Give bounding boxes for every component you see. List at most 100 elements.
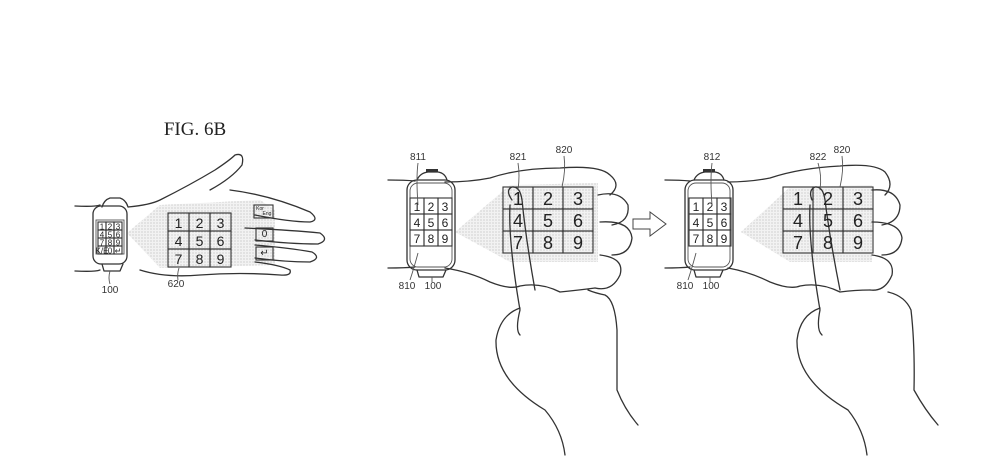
- svg-text:1: 1: [793, 189, 803, 209]
- watch-strap-bottom: [693, 269, 724, 278]
- svg-text:9: 9: [217, 251, 225, 267]
- pointing-finger: [507, 186, 536, 291]
- svg-text:6: 6: [853, 211, 863, 231]
- thumb-outline: [127, 153, 244, 208]
- svg-text:6: 6: [573, 211, 583, 231]
- wrist-top-line: [74, 204, 101, 207]
- svg-text:4: 4: [693, 216, 700, 230]
- keypad-key: 9: [716, 229, 732, 247]
- keypad-key: 1: [409, 197, 425, 215]
- svg-text:5: 5: [196, 233, 204, 249]
- svg-text:4: 4: [513, 211, 523, 231]
- svg-text:3: 3: [573, 189, 583, 209]
- svg-text:2: 2: [428, 200, 435, 214]
- wrist-top-line: [664, 179, 691, 182]
- ref-label-watch: 100: [703, 281, 720, 292]
- svg-text:Eng: Eng: [263, 211, 272, 217]
- figure-title: FIG. 6B: [164, 119, 226, 140]
- ref-label-touch: 821: [510, 152, 527, 163]
- svg-text:↵: ↵: [115, 247, 122, 256]
- svg-text:6: 6: [721, 216, 728, 230]
- svg-text:7: 7: [693, 232, 700, 246]
- keypad-key: 9: [842, 230, 874, 254]
- hand-bottom-outline: [444, 267, 596, 293]
- keypad-key: 4: [409, 213, 425, 231]
- svg-text:1: 1: [175, 215, 183, 231]
- wrist-top-line: [387, 179, 416, 182]
- svg-text:8: 8: [108, 239, 113, 248]
- ref-label-keypad: 820: [556, 145, 573, 156]
- ref-label-watch-screen: 810: [399, 281, 416, 292]
- watch-crown: [426, 169, 438, 172]
- keypad-key: 9: [562, 230, 594, 254]
- hand-top-outline: [444, 166, 617, 196]
- svg-text:5: 5: [108, 231, 113, 240]
- svg-text:3: 3: [853, 189, 863, 209]
- hand-palm-right: [887, 291, 939, 426]
- svg-text:1: 1: [693, 200, 700, 214]
- pointing-finger-left: [809, 204, 823, 336]
- knuckle-3: [869, 254, 893, 291]
- svg-text:6: 6: [442, 216, 449, 230]
- svg-text:4: 4: [100, 231, 105, 240]
- svg-text:7: 7: [513, 233, 523, 253]
- ref-label-touch: 822: [810, 152, 827, 163]
- svg-text:4: 4: [414, 216, 421, 230]
- svg-text:2: 2: [707, 200, 714, 214]
- ref-label-watch: 100: [102, 285, 119, 296]
- svg-text:3: 3: [217, 215, 225, 231]
- knuckle-2: [871, 221, 903, 256]
- keypad-key: 7: [688, 229, 704, 247]
- svg-text:0: 0: [262, 229, 268, 240]
- svg-text:3: 3: [721, 200, 728, 214]
- svg-text:8: 8: [428, 232, 435, 246]
- watch-strap-bottom: [416, 269, 447, 278]
- svg-text:9: 9: [573, 233, 583, 253]
- wrist-bottom-line: [74, 269, 101, 272]
- svg-text:2: 2: [543, 189, 553, 209]
- ref-label-keypad: 820: [834, 145, 851, 156]
- watch-body: [684, 179, 734, 271]
- svg-text:K/E: K/E: [96, 247, 109, 256]
- svg-text:9: 9: [721, 232, 728, 246]
- hand-top-outline: [727, 164, 891, 196]
- keypad-key: 4: [688, 213, 704, 231]
- ref-label-watch-screen: 810: [677, 281, 694, 292]
- watch-strap-bottom: [101, 263, 124, 272]
- svg-text:4: 4: [793, 211, 803, 231]
- keypad-key: 8: [702, 229, 718, 247]
- svg-text:8: 8: [707, 232, 714, 246]
- projection-area: [741, 185, 872, 262]
- svg-text:8: 8: [196, 251, 204, 267]
- svg-text:6: 6: [217, 233, 225, 249]
- projection-area: [455, 183, 598, 262]
- hand-palm-right: [587, 289, 639, 426]
- svg-text:4: 4: [175, 233, 183, 249]
- keypad-key: 1: [688, 197, 704, 215]
- svg-text:7: 7: [175, 251, 183, 267]
- keypad-key: 5: [702, 213, 718, 231]
- keypad-key: 5: [423, 213, 439, 231]
- svg-text:5: 5: [543, 211, 553, 231]
- svg-text:8: 8: [823, 233, 833, 253]
- ref-label-highlight: 811: [410, 152, 426, 163]
- wrist-bottom-line: [664, 266, 691, 269]
- hand-bottom-outline: [727, 267, 871, 293]
- keypad-key: 3: [437, 197, 453, 215]
- keypad-key: ↵: [113, 245, 123, 256]
- knuckle-3: [594, 254, 622, 290]
- finger-middle: [244, 227, 326, 245]
- svg-text:5: 5: [428, 216, 435, 230]
- svg-text:2: 2: [108, 223, 113, 232]
- finger-key-zero: 0: [255, 227, 274, 242]
- svg-text:5: 5: [823, 211, 833, 231]
